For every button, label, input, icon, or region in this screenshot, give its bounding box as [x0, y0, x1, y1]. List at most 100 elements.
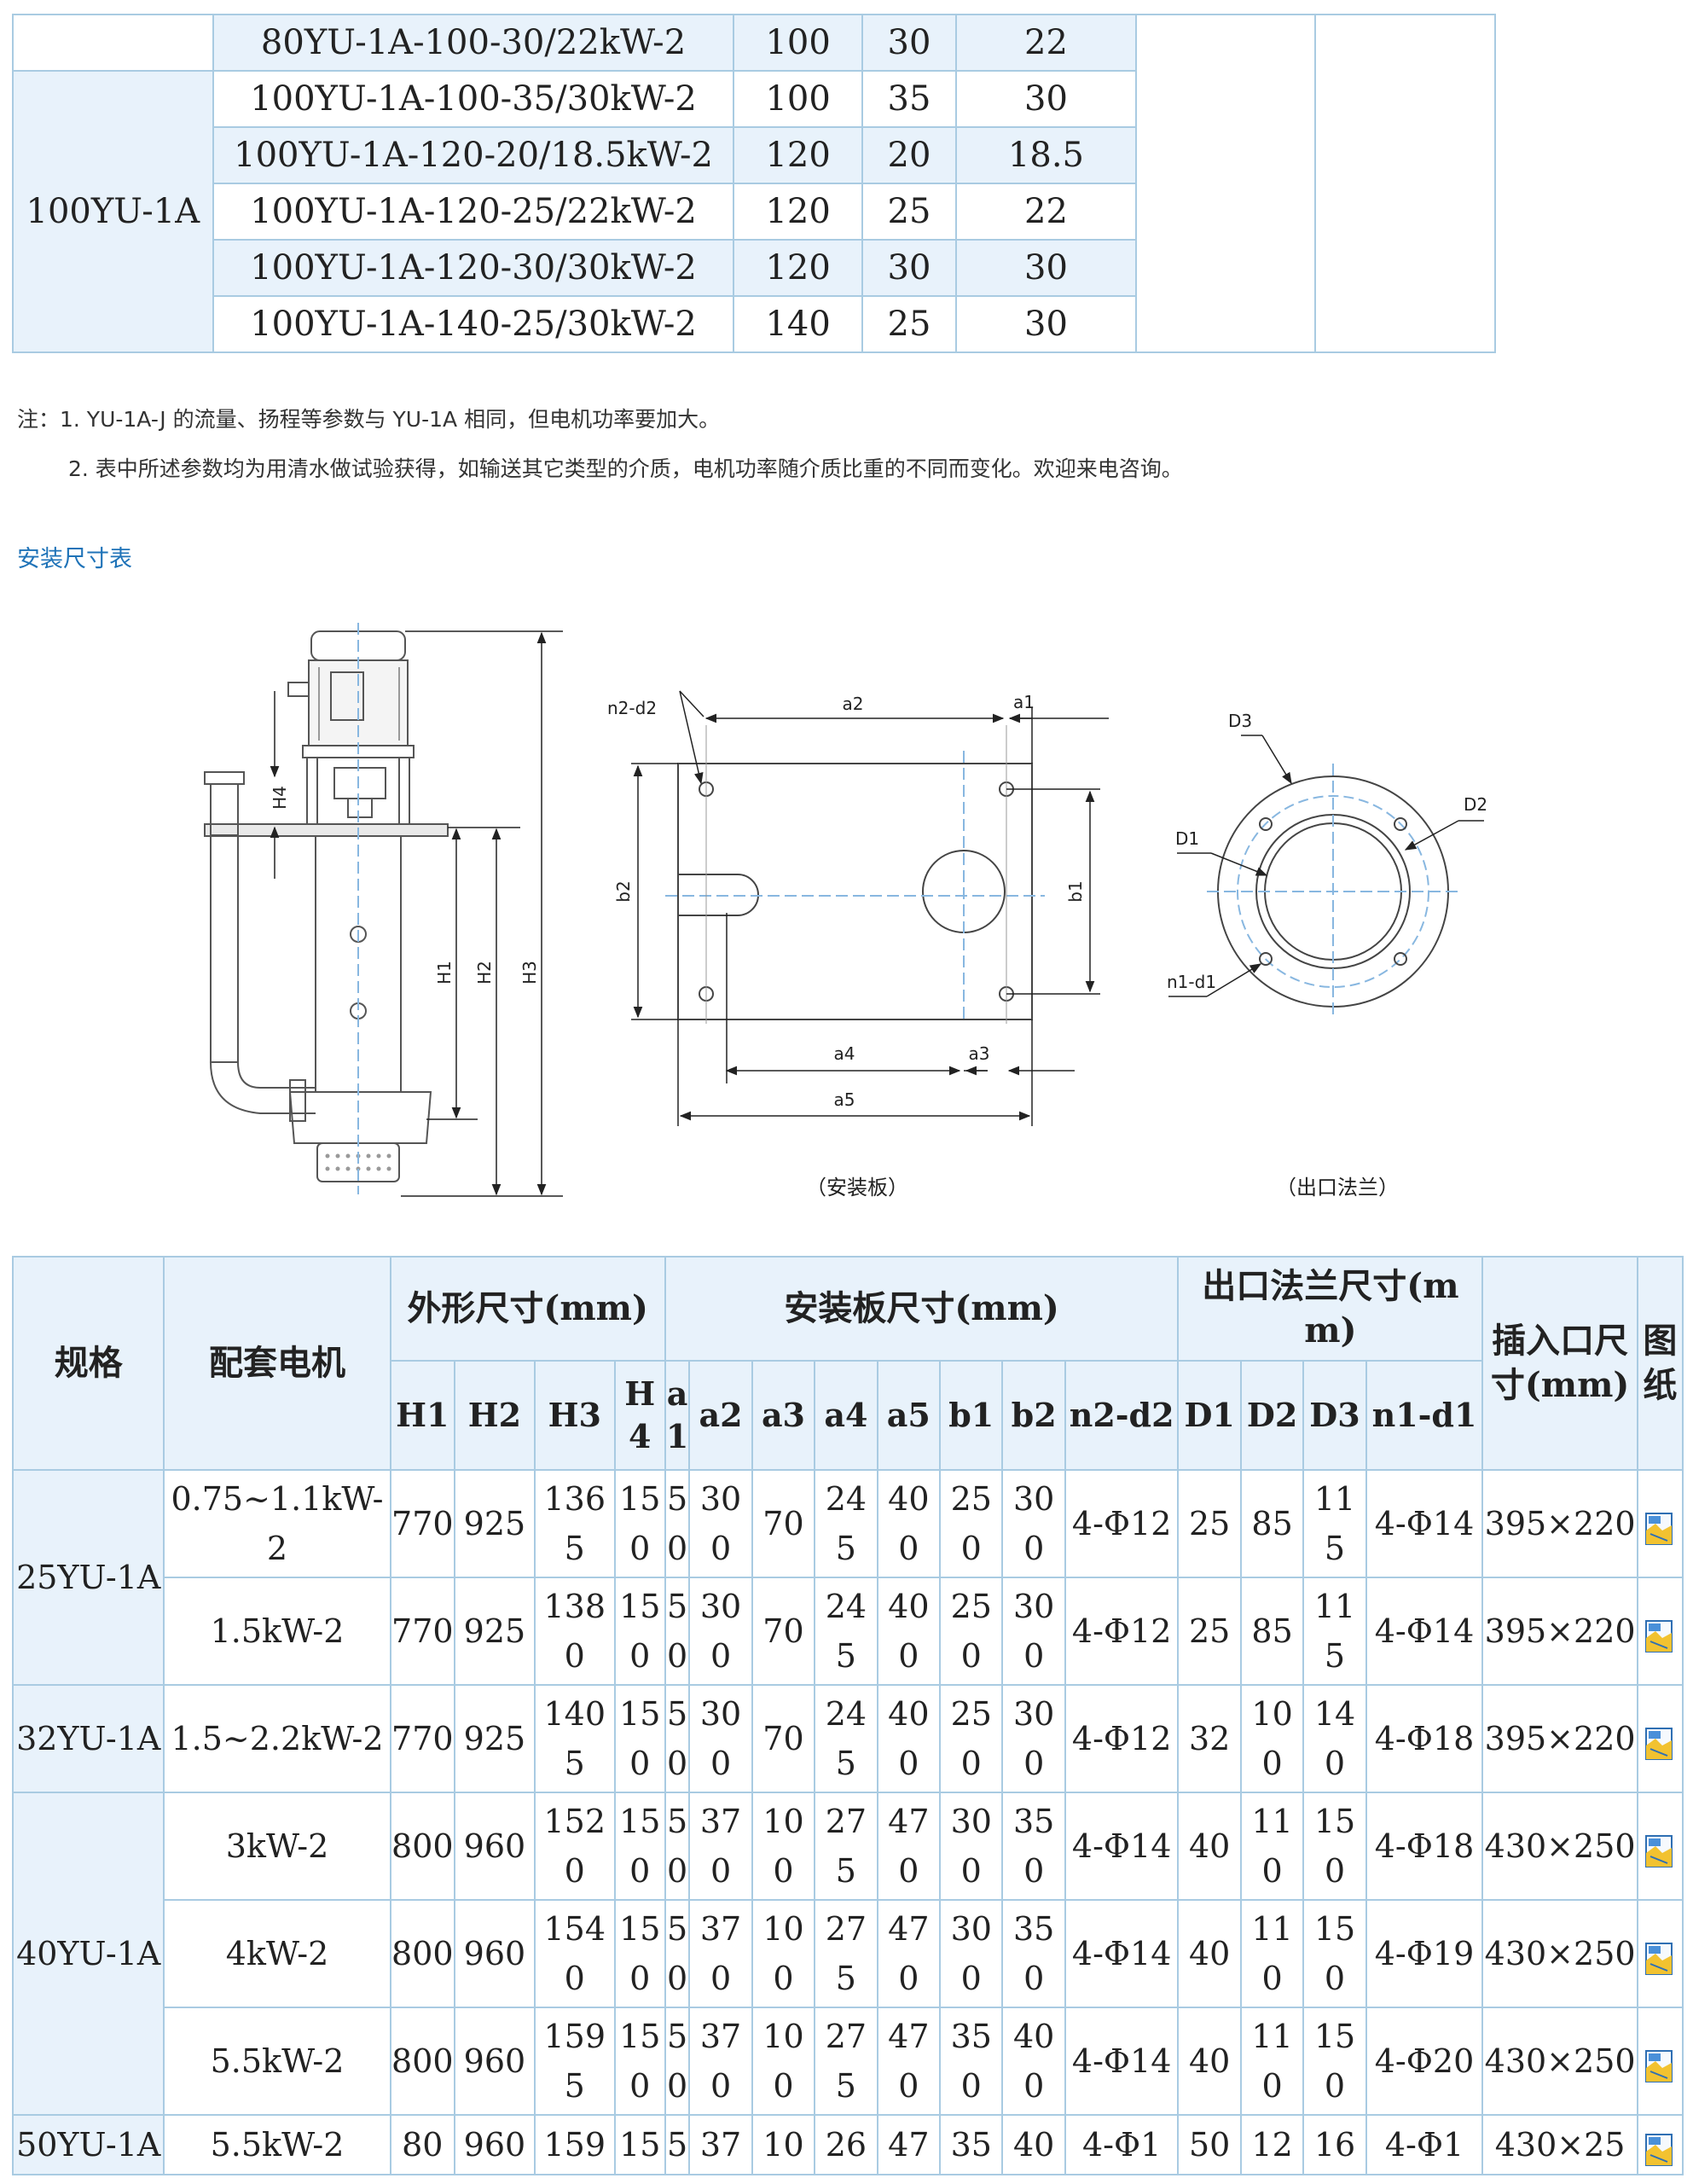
dimension-cell: 250 [939, 1684, 1004, 1793]
performance-table: 80YU-1A-100-30/22kW-2 100 30 22 100YU-1A… [12, 14, 1496, 353]
dimension-cell: 110 [1239, 1792, 1305, 1901]
dimension-cell: 370 [688, 1792, 753, 1901]
dimension-cell: 150 [613, 1469, 666, 1578]
dimension-cell: 85 [1239, 1577, 1305, 1686]
drawing-cell[interactable] [1636, 1792, 1684, 1901]
model-cell: 100YU-1A-140-25/30kW-2 [212, 295, 735, 353]
insert-size-cell: 430×250 [1481, 1899, 1638, 2008]
subheader-cell: H3 [533, 1360, 616, 1471]
dimension-cell: 960 [454, 2114, 536, 2175]
dimension-cell: 50 [664, 1899, 691, 2008]
dimension-cell: 4-Φ19 [1365, 1899, 1484, 2008]
drawing-cell[interactable] [1636, 2007, 1684, 2116]
dimension-cell: 1540 [533, 1899, 616, 2008]
table-row: 100YU-1A-140-25/30kW-2 140 25 30 [13, 295, 1495, 353]
drawing-file-icon[interactable] [1644, 1510, 1676, 1545]
drawing-cell[interactable] [1636, 1577, 1684, 1686]
dimension-cell: 925 [454, 1684, 536, 1793]
header-flange: 出口法兰尺寸(mm) [1177, 1256, 1484, 1362]
empty-cell [1134, 14, 1317, 353]
mounting-plate-drawing [665, 725, 1045, 1024]
header-drawing: 图纸 [1636, 1256, 1684, 1471]
drawing-file-icon[interactable] [1644, 1940, 1676, 1975]
dimension-cell: 4-Φ14 [1064, 2007, 1180, 2116]
power-cell: 30 [955, 239, 1137, 297]
drawing-file-icon[interactable] [1644, 2048, 1676, 2082]
outlet-flange-drawing [1207, 764, 1458, 1019]
dimension-cell: 115 [1302, 1577, 1367, 1686]
h3-label: H3 [519, 961, 540, 985]
dimension-cell: 4-Φ18 [1365, 1792, 1484, 1901]
a3-label: a3 [969, 1043, 990, 1064]
dimension-cell: 350 [1001, 1792, 1066, 1901]
dimension-cell: 300 [688, 1684, 753, 1793]
dimension-cell: 800 [389, 1899, 456, 2008]
dimension-cell: 400 [1001, 2007, 1066, 2116]
drawing-file-icon[interactable] [1644, 1833, 1676, 1867]
model-cell: 100YU-1A-120-20/18.5kW-2 [212, 126, 735, 184]
subheader-cell: a3 [751, 1360, 816, 1471]
motor-cell: 4kW-2 [163, 1899, 391, 2008]
table-row: 100YU-1A-120-30/30kW-2 120 30 30 [13, 239, 1495, 297]
power-cell: 22 [955, 14, 1137, 72]
dimension-cell: 70 [751, 1469, 816, 1578]
dimension-cell: 150 [613, 2007, 666, 2116]
insert-size-cell: 430×250 [1481, 2007, 1638, 2116]
dimension-cell: 300 [688, 1469, 753, 1578]
dimension-cell: 275 [814, 1792, 878, 1901]
drawing-cell[interactable] [1636, 2114, 1684, 2175]
dimension-cell: 300 [1001, 1469, 1066, 1578]
drawing-cell[interactable] [1636, 1684, 1684, 1793]
b2-label: b2 [613, 880, 634, 902]
dimension-cell: 47 [876, 2114, 942, 2175]
dimension-cell: 770 [389, 1684, 456, 1793]
motor-cell: 1.5~2.2kW-2 [163, 1684, 391, 1793]
dimension-cell: 150 [613, 1577, 666, 1686]
dimension-cell: 300 [939, 1899, 1004, 2008]
motor-cell: 0.75~1.1kW-2 [163, 1469, 391, 1578]
dimension-cell: 140 [1302, 1684, 1367, 1793]
spec-cell: 25YU-1A [11, 1469, 165, 1686]
dimension-cell: 4-Φ1 [1365, 2114, 1484, 2175]
head-cell: 20 [861, 126, 958, 184]
dimension-cell: 115 [1302, 1469, 1367, 1578]
dimension-cell: 1380 [533, 1577, 616, 1686]
dimension-cell: 400 [876, 1684, 942, 1793]
dimension-cell: 25 [1177, 1469, 1242, 1578]
power-cell: 30 [955, 295, 1137, 353]
pump-drawing [204, 623, 563, 1197]
subheader-cell: H2 [454, 1360, 536, 1471]
dimension-cell: 40 [1177, 1792, 1242, 1901]
dimension-cell: 350 [1001, 1899, 1066, 2008]
dimension-cell: 4-Φ14 [1064, 1899, 1180, 2008]
drawing-cell[interactable] [1636, 1899, 1684, 2008]
dimension-cell: 370 [688, 2007, 753, 2116]
drawing-file-icon[interactable] [1644, 2131, 1676, 2166]
dimension-cell: 470 [876, 1899, 942, 2008]
table-header-row: 规格 配套电机 外形尺寸(mm) 安装板尺寸(mm) 出口法兰尺寸(mm) 插入… [11, 1256, 1684, 1471]
dimension-cell: 770 [389, 1469, 456, 1578]
flange-caption: （出口法兰） [1276, 1176, 1399, 1199]
flow-cell: 100 [733, 14, 863, 72]
dimension-cell: 50 [664, 1469, 691, 1578]
drawing-file-icon[interactable] [1644, 1618, 1676, 1653]
pump-dimension-lines [270, 631, 547, 1196]
dimension-cell: 300 [1001, 1577, 1066, 1686]
dimension-cell: 50 [664, 2007, 691, 2116]
dimension-cell: 4-Φ12 [1064, 1684, 1180, 1793]
dimension-cell: 400 [876, 1469, 942, 1578]
header-insert: 插入口尺寸(mm) [1481, 1256, 1638, 1471]
table-row: 100YU-1A-120-25/22kW-2 120 25 22 [13, 183, 1495, 241]
insert-size-cell: 430×25 [1481, 2114, 1638, 2175]
drawing-cell[interactable] [1636, 1469, 1684, 1578]
dimension-cell: 250 [939, 1469, 1004, 1578]
table-row: 100YU-1A 100YU-1A-100-35/30kW-2 100 35 3… [12, 70, 1495, 353]
note-line-1: 注：1. YU-1A-J 的流量、扬程等参数与 YU-1A 相同，但电机功率要加… [17, 407, 721, 432]
dimension-cell: 16 [1302, 2114, 1367, 2175]
n2-d2-label: n2-d2 [607, 698, 657, 718]
drawing-file-icon[interactable] [1644, 1725, 1676, 1760]
h2-label: H2 [474, 961, 495, 985]
dimension-cell: 100 [1239, 1684, 1305, 1793]
